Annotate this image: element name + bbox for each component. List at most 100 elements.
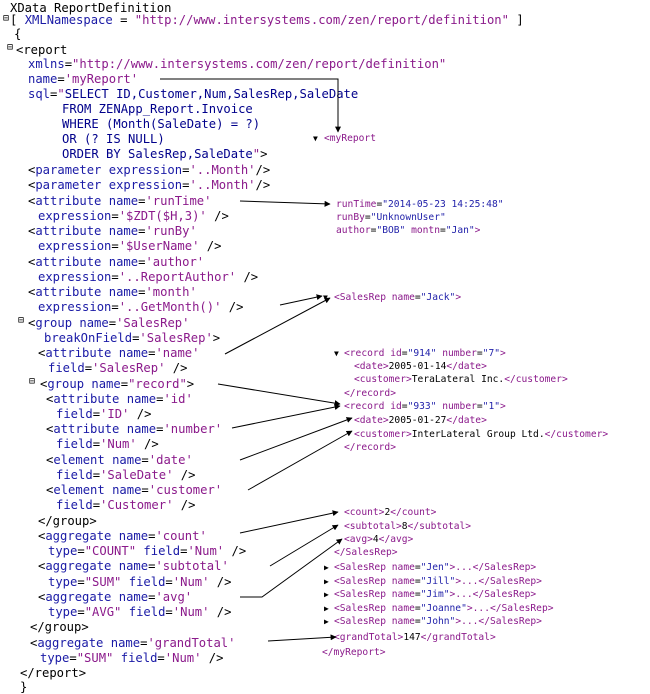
code-line-token: < <box>46 422 54 436</box>
code-line-token: '$UserName' <box>118 239 200 253</box>
code-line-token: = <box>92 407 101 421</box>
code-line-token: expression <box>108 178 183 192</box>
code-line-token: expression <box>38 209 112 223</box>
collapsed-triangle-icon[interactable]: ▶ <box>324 563 329 572</box>
code-line-token: OR (? IS NULL) <box>62 132 165 146</box>
connector-arrow <box>160 78 341 133</box>
xml-line-token: = <box>414 562 421 573</box>
collapse-toggle-icon[interactable]: ⊟ <box>3 13 10 24</box>
code-line: FROM ZENApp_Report.Invoice <box>62 103 253 115</box>
code-line: <report <box>16 44 67 56</box>
code-line-token: /> <box>173 498 196 512</box>
xml-line-token: = <box>376 199 383 210</box>
code-line-token: 'Num' <box>187 544 225 558</box>
code-line-token: name <box>118 529 149 543</box>
connector-arrow <box>239 200 331 207</box>
xml-line: </SalesRep> <box>334 548 398 558</box>
collapse-toggle-icon[interactable]: ⊟ <box>29 376 36 387</box>
code-line: type="SUM" field='Num' /> <box>40 652 223 664</box>
code-line-token: = <box>156 422 164 436</box>
code-line-token: '..Month' <box>189 163 256 177</box>
xml-line-token: = <box>401 348 408 359</box>
code-line-token: < <box>28 163 36 177</box>
code-line-token: name <box>126 392 157 406</box>
connector-arrow <box>239 510 339 534</box>
code-line: <attribute name='id' <box>46 393 193 405</box>
code-line-token: /> <box>255 178 271 192</box>
code-line: type="AVG" field='Num' /> <box>48 606 231 618</box>
connector-arrow <box>239 417 353 461</box>
xml-line: <SalesRep name="Joanne">...</SalesRep> <box>334 604 554 614</box>
xml-line-token: = <box>370 225 377 236</box>
xml-line-token: 2005-01-14 <box>388 361 447 372</box>
xml-line: <count>2</count> <box>344 508 436 518</box>
xml-line-token: number <box>442 401 477 412</box>
xml-line-token: = <box>440 225 446 236</box>
xml-line-token: </customer> <box>544 429 609 440</box>
collapsed-triangle-icon[interactable]: ▶ <box>324 590 329 599</box>
code-line-token: = <box>64 57 73 71</box>
xml-line: <date>2005-01-27</date> <box>354 416 487 426</box>
code-line-token: = <box>111 300 119 314</box>
code-line-token: /> <box>199 239 222 253</box>
code-line-token: " <box>57 87 65 101</box>
code-line-token: SELECT ID,Customer,Num,SalesRep,SaleDate <box>64 87 359 101</box>
collapsed-triangle-icon[interactable]: ▶ <box>324 604 329 613</box>
xml-line: <grandTotal>147</grandTotal> <box>334 633 496 643</box>
code-line-token: = <box>77 575 85 589</box>
code-line: <element name='customer' <box>46 484 222 496</box>
code-line-token: < <box>46 392 54 406</box>
code-line: <group name="record"> <box>40 378 194 390</box>
xml-line: author="BOB" montn="Jan"> <box>336 226 480 236</box>
xml-line: <myReport <box>324 134 376 144</box>
collapse-toggle-icon[interactable]: ⊟ <box>7 42 14 53</box>
code-line-token: "record" <box>128 377 187 391</box>
code-line-token: /> <box>201 651 224 665</box>
code-line-token: name <box>118 346 149 360</box>
code-line-token: = <box>180 544 188 558</box>
xml-line-token: <grandTotal> <box>334 632 404 643</box>
code-line-token: 'Num' <box>172 575 210 589</box>
code-line-token: 'id' <box>163 392 193 406</box>
collapsed-triangle-icon[interactable]: ▶ <box>324 577 329 586</box>
code-line: <aggregate name='count' <box>38 530 207 542</box>
code-line-token: attribute <box>35 224 102 238</box>
code-line-token: = <box>138 194 146 208</box>
xml-line-token: name <box>391 562 415 573</box>
expanded-triangle-icon[interactable]: ▼ <box>323 293 328 302</box>
connector-arrow <box>247 430 353 491</box>
xml-line-token: <record <box>344 348 391 359</box>
code-line-token: = <box>148 346 156 360</box>
xml-line-token: = <box>414 589 421 600</box>
xml-line-token: InterLateral Group Ltd. <box>411 429 545 440</box>
code-line-token: name <box>118 590 149 604</box>
code-line-token: attribute <box>53 392 120 406</box>
code-line-token: "SUM" <box>76 651 114 665</box>
code-line-token: < <box>28 224 36 238</box>
code-line-token: < <box>28 178 36 192</box>
code-line-token: </group> <box>30 620 89 634</box>
code-line-token: = <box>138 224 146 238</box>
connector-arrow <box>269 524 339 567</box>
code-line: </group> <box>30 621 89 633</box>
code-line-token: '$ZDT($H,3)' <box>118 209 207 223</box>
xml-line-token: <subtotal> <box>344 521 402 532</box>
expanded-triangle-icon[interactable]: ▼ <box>313 134 318 143</box>
code-line-token: = <box>140 636 148 650</box>
expanded-triangle-icon[interactable]: ▼ <box>334 349 339 358</box>
xml-line: <SalesRep name="Jill">...</SalesRep> <box>334 577 542 587</box>
code-line-token: = <box>138 285 146 299</box>
code-line: field='ID' /> <box>56 408 151 420</box>
collapsed-triangle-icon[interactable]: ▶ <box>324 617 329 626</box>
xml-line: <subtotal>8</subtotal> <box>344 522 471 532</box>
code-line-token: 'grandTotal' <box>147 636 236 650</box>
code-line-token: "SUM" <box>84 575 122 589</box>
xml-line-token: "Jill" <box>420 576 456 587</box>
xml-line-token: </grandTotal> <box>420 632 496 643</box>
connector-arrow <box>267 634 337 642</box>
connector-arrow <box>217 383 341 407</box>
code-line-token: /> <box>165 361 188 375</box>
code-line-token: > <box>260 147 268 161</box>
collapse-toggle-icon[interactable]: ⊟ <box>18 315 25 326</box>
